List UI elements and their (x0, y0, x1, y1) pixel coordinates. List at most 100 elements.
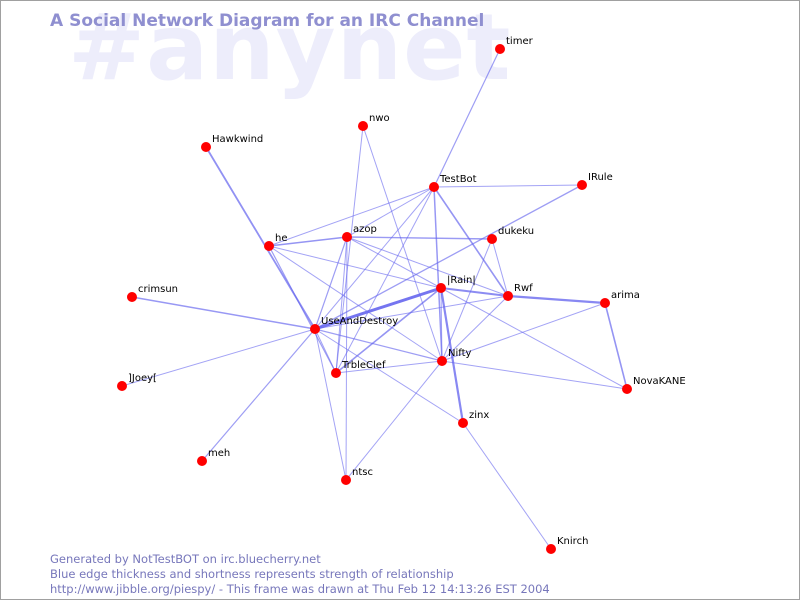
node-label: dukeku (498, 226, 534, 237)
node-ntsc[interactable]: ntsc (341, 467, 373, 485)
node-label: UseAndDestroy (321, 316, 398, 327)
node-crimsun[interactable]: crimsun (127, 284, 178, 302)
edge-he-trbleclef (268, 245, 337, 374)
node-dot[interactable] (358, 121, 368, 131)
edge-dukeku-rwf (491, 238, 509, 297)
edge-nifty-trbleclef (335, 360, 443, 374)
node-dot[interactable] (495, 44, 505, 54)
edge-azop-dukeku (346, 236, 493, 240)
edge-rain-trbleclef (335, 287, 442, 374)
diagram-title: A Social Network Diagram for an IRC Chan… (50, 11, 485, 31)
edge-testbot-he (268, 186, 435, 247)
node-dot[interactable] (197, 456, 207, 466)
edge-rain-nifty (440, 287, 443, 362)
edge-azop-trbleclef (335, 236, 348, 374)
node-dot[interactable] (331, 368, 341, 378)
node-label: Knirch (557, 536, 588, 547)
node-rwf[interactable]: Rwf (503, 283, 533, 301)
edge-useanddestroy-trbleclef (314, 328, 337, 374)
node-joey[interactable]: ]Joey[ (117, 373, 157, 391)
edge-he-nifty (268, 245, 443, 362)
edge-testbot-trbleclef (335, 186, 435, 374)
edge-testbot-azop (346, 186, 435, 238)
edge-arima-nifty (441, 302, 606, 362)
edge-he-rain (268, 245, 442, 289)
node-label: crimsun (138, 284, 178, 295)
node-dot[interactable] (437, 356, 447, 366)
edge-crimsun-useanddestroy (131, 296, 316, 330)
node-dot[interactable] (622, 384, 632, 394)
node-irule[interactable]: IRule (577, 172, 613, 190)
edge-layer (121, 48, 628, 550)
edge-zinx-knirch (462, 422, 552, 550)
node-label: nwo (369, 113, 390, 124)
edge-irule-useanddestroy (314, 184, 583, 330)
node-rain[interactable]: |Rain| (436, 275, 476, 293)
node-label: ]Joey[ (128, 373, 157, 384)
node-dot[interactable] (487, 234, 497, 244)
edge-rwf-useanddestroy (314, 295, 509, 330)
node-dot[interactable] (546, 544, 556, 554)
footer-link-timestamp[interactable]: http://www.jibble.org/piespy/ - This fra… (50, 582, 550, 596)
edge-rain-rwf (440, 287, 509, 297)
node-knirch[interactable]: Knirch (546, 536, 588, 554)
footer-generated-by: Generated by NotTestBOT on irc.bluecherr… (50, 552, 321, 566)
edge-nwo-nifty (362, 125, 443, 362)
node-label: zinx (469, 410, 489, 421)
node-dukeku[interactable]: dukeku (487, 226, 534, 244)
edge-useanddestroy-ntsc (314, 328, 347, 481)
edge-testbot-irule (433, 184, 583, 188)
edge-rwf-arima (507, 294, 606, 305)
edge-azop-rwf (346, 236, 509, 297)
node-dot[interactable] (127, 292, 137, 302)
edge-rain-novakane (440, 287, 628, 390)
node-label: |Rain| (447, 275, 476, 286)
node-label: ntsc (352, 467, 373, 478)
footer-legend-note: Blue edge thickness and shortness repres… (50, 567, 454, 581)
edge-testbot-nifty (433, 186, 443, 362)
node-trbleclef[interactable]: TrbleClef (331, 360, 386, 378)
node-dot[interactable] (341, 475, 351, 485)
node-dot[interactable] (458, 418, 468, 428)
node-dot[interactable] (436, 283, 446, 293)
node-hawkwind[interactable]: Hawkwind (201, 134, 263, 152)
node-label: TestBot (439, 174, 477, 185)
footer: Generated by NotTestBOT on irc.bluecherr… (50, 552, 550, 597)
node-he[interactable]: he (264, 233, 288, 251)
node-label: Rwf (514, 283, 533, 294)
node-testbot[interactable]: TestBot (429, 174, 477, 192)
node-azop[interactable]: azop (342, 224, 377, 242)
node-arima[interactable]: arima (600, 290, 640, 308)
edge-rain-zinx (439, 287, 465, 424)
node-label: azop (353, 224, 377, 235)
node-dot[interactable] (600, 298, 610, 308)
node-label: IRule (588, 172, 613, 183)
node-dot[interactable] (117, 381, 127, 391)
node-dot[interactable] (342, 232, 352, 242)
edge-useanddestroy-meh (201, 328, 316, 462)
node-zinx[interactable]: zinx (458, 410, 489, 428)
node-timer[interactable]: timer (495, 36, 534, 54)
node-dot[interactable] (503, 291, 513, 301)
node-useanddestroy[interactable]: UseAndDestroy (310, 316, 398, 334)
node-dot[interactable] (429, 182, 439, 192)
edge-rain-useanddestroy (314, 286, 442, 331)
node-nifty[interactable]: Nifty (437, 348, 472, 366)
node-meh[interactable]: meh (197, 448, 230, 466)
node-novakane[interactable]: NovaKANE (622, 376, 686, 394)
node-nwo[interactable]: nwo (358, 113, 390, 131)
edge-useanddestroy-nifty (314, 328, 443, 362)
node-label: Nifty (448, 348, 472, 359)
node-dot[interactable] (201, 142, 211, 152)
node-dot[interactable] (264, 241, 274, 251)
node-dot[interactable] (577, 180, 587, 190)
edge-useanddestroy-zinx (314, 328, 464, 424)
node-dot[interactable] (310, 324, 320, 334)
edge-testbot-useanddestroy (314, 186, 435, 330)
edge-useanddestroy-joey (121, 328, 316, 387)
node-label: TrbleClef (341, 360, 386, 371)
edge-timer-testbot (433, 48, 501, 188)
node-label: timer (506, 36, 534, 47)
